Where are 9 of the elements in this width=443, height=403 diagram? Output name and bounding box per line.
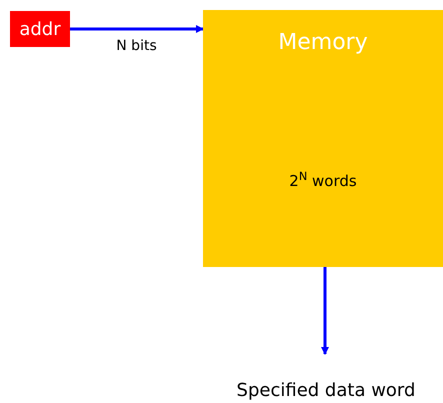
output-text: Specified data word (236, 378, 416, 402)
address-box (10, 11, 70, 47)
box-label: addr (19, 18, 61, 42)
block-text: 2$^{N}$ words (288, 170, 358, 192)
arrow (70, 25, 204, 33)
edge-label: N bits (116, 37, 157, 56)
block-title: Memory (277, 29, 369, 57)
memory-block (203, 10, 443, 267)
arrow (321, 267, 329, 355)
